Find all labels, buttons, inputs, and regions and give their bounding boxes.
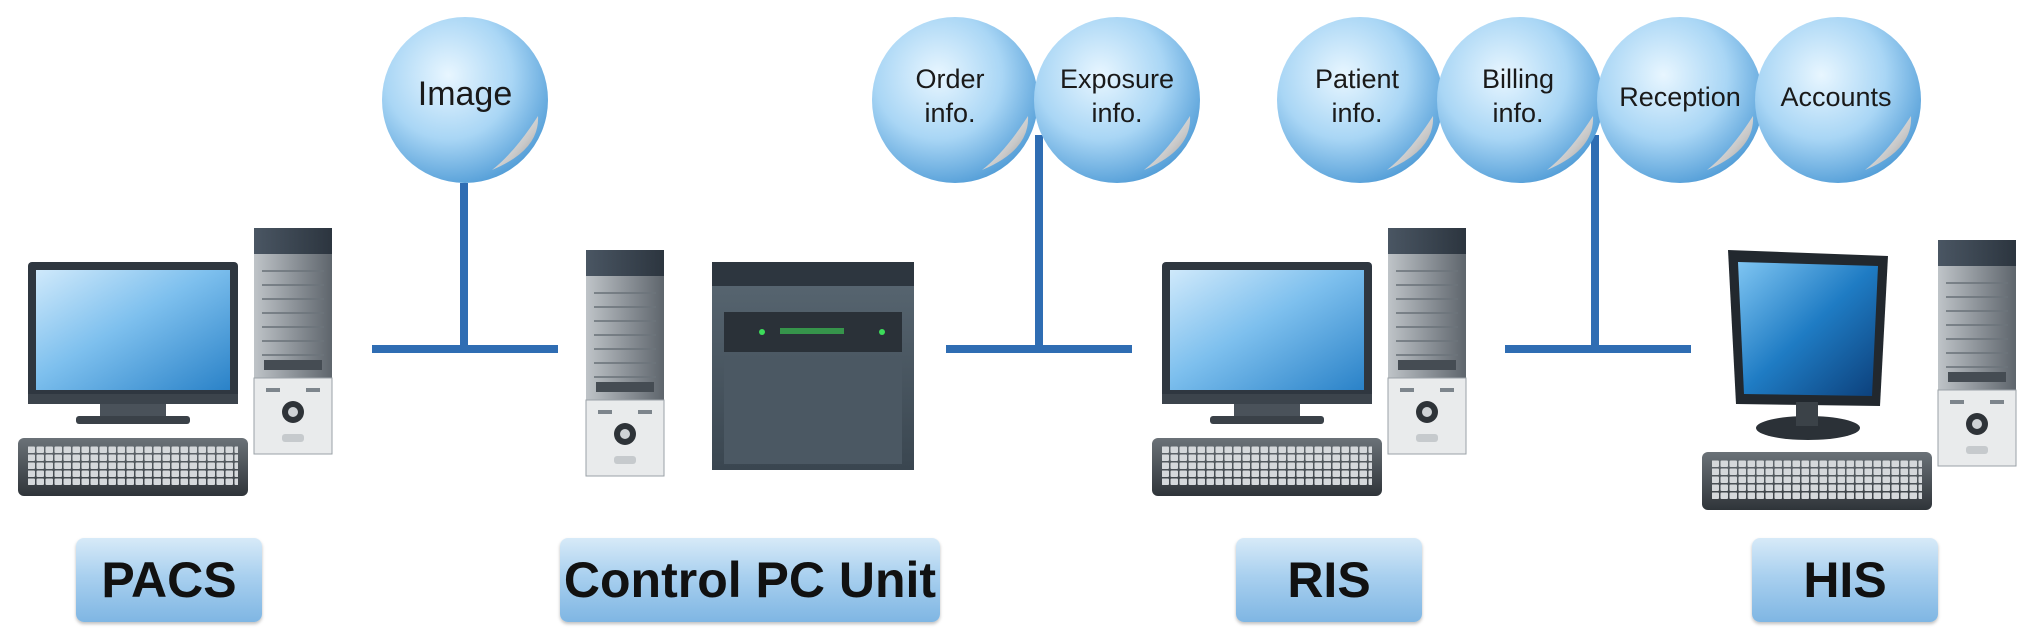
order-info-line-2: info. xyxy=(924,98,975,128)
his-monitor-icon xyxy=(1728,250,1888,440)
link-ris-his-stem xyxy=(1591,135,1599,349)
image-bubble-line-1: Image xyxy=(418,75,513,113)
billing-info-line-2: info. xyxy=(1492,98,1543,128)
ris-workstation-icon xyxy=(1152,227,1467,496)
ris-label: RIS xyxy=(1236,538,1422,622)
patient-info-line-1: Patient xyxy=(1315,64,1400,94)
billing-info-bubble: Billing info. xyxy=(1437,17,1603,183)
order-info-bubble: Order info. xyxy=(872,17,1038,183)
patient-info-bubble: Patient info. xyxy=(1277,17,1443,183)
pacs-label: PACS xyxy=(76,538,262,622)
his-label: HIS xyxy=(1752,538,1938,622)
control-pc-unit-label: Control PC Unit xyxy=(560,538,940,622)
accounts-bubble: Accounts xyxy=(1755,17,1921,183)
pacs-workstation-icon xyxy=(18,227,333,496)
link-control-ris-stem xyxy=(1035,135,1043,349)
exposure-info-line-1: Exposure xyxy=(1060,64,1174,94)
order-info-line-1: Order xyxy=(915,64,984,94)
image-bubble: Image xyxy=(382,17,548,183)
accounts-line-1: Accounts xyxy=(1780,82,1891,112)
his-workstation-icon xyxy=(1702,239,2017,510)
control-device-icon xyxy=(712,262,914,470)
exposure-info-line-2: info. xyxy=(1091,98,1142,128)
link-image-stem xyxy=(460,183,468,349)
network-links xyxy=(372,135,1691,353)
control-pc-unit-icon xyxy=(585,249,914,477)
reception-line-1: Reception xyxy=(1619,82,1741,112)
billing-info-line-1: Billing xyxy=(1482,64,1554,94)
patient-info-line-2: info. xyxy=(1331,98,1382,128)
reception-bubble: Reception xyxy=(1597,17,1763,183)
exposure-info-bubble: Exposure info. xyxy=(1034,17,1200,183)
